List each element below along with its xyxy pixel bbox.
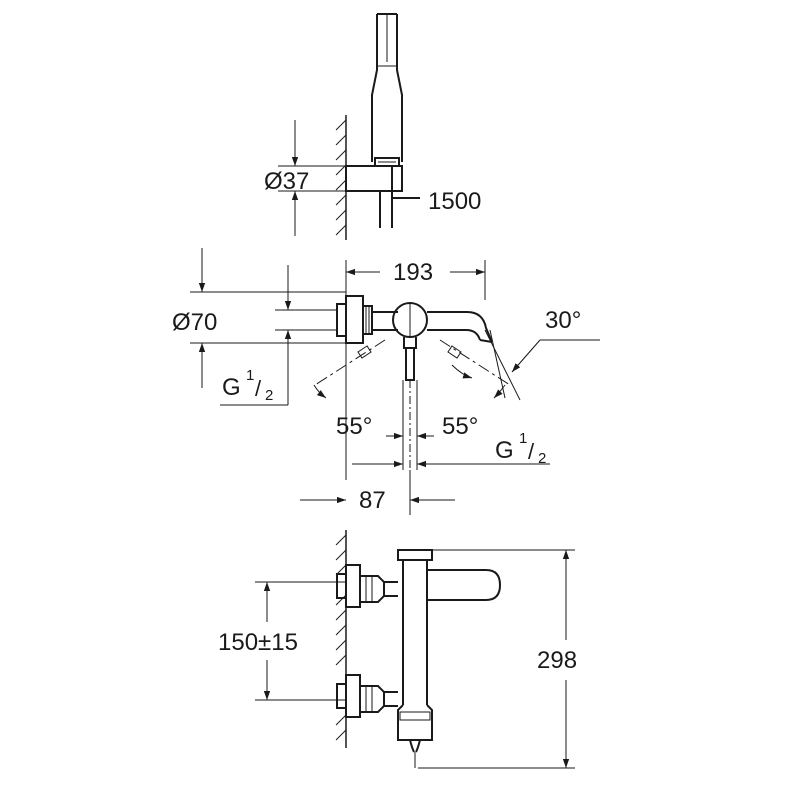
label-thread-outlet: G 1 / 2 [495, 430, 546, 467]
plan-view: 193 [172, 248, 600, 515]
handshower [371, 13, 403, 167]
svg-text:G: G [495, 437, 514, 464]
svg-text:/: / [528, 439, 535, 464]
label-thread-left: G 1 / 2 [222, 367, 273, 404]
label-width: 193 [393, 259, 433, 286]
label-center-distance: 150±15 [218, 629, 298, 656]
upper-connection [336, 564, 398, 608]
label-depth: 87 [359, 487, 386, 514]
label-angle-55-right: 55° [442, 413, 478, 440]
wall-flange [336, 295, 398, 344]
label-angle-30: 30° [545, 307, 581, 334]
front-view: 150±15 298 [218, 530, 577, 769]
mixer-body-front [397, 549, 502, 768]
label-flange-diameter: Ø70 [172, 309, 217, 336]
lever [403, 337, 417, 381]
svg-text:2: 2 [538, 450, 546, 467]
wall-holder [345, 165, 420, 228]
wall-hatch-front [335, 530, 347, 748]
lower-connection [336, 674, 398, 718]
label-height: 298 [537, 647, 577, 674]
svg-text:1: 1 [519, 430, 527, 447]
mixer-body-plan [392, 302, 493, 343]
label-angle-55-left: 55° [336, 413, 372, 440]
dim-handshower-diameter [278, 120, 346, 236]
label-hose-length: 1500 [428, 188, 481, 215]
svg-text:2: 2 [265, 387, 273, 404]
svg-text:G: G [222, 374, 241, 401]
label-handshower-diameter: Ø37 [264, 168, 309, 195]
svg-text:1: 1 [246, 367, 254, 384]
svg-text:/: / [255, 376, 262, 401]
handshower-view: Ø37 1500 [264, 13, 481, 240]
wall-hatch [335, 115, 347, 240]
